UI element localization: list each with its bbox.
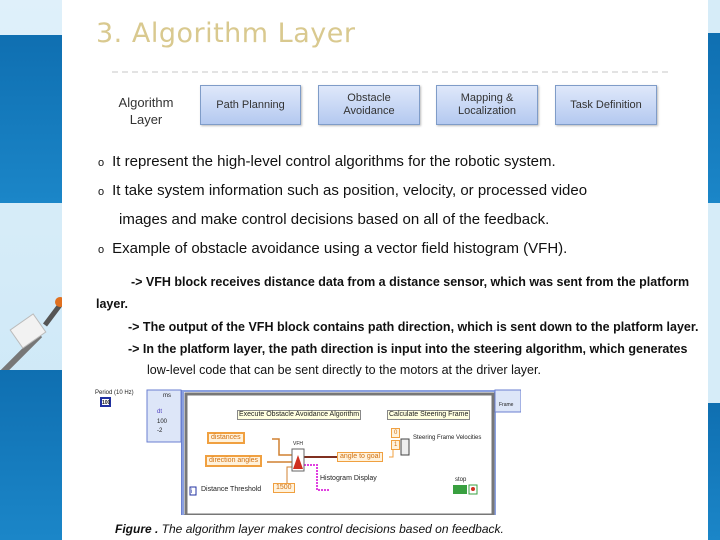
robot-arm-puzzle-icon (0, 297, 62, 378)
const-0: 0 (391, 428, 401, 438)
bullet-text: Example of obstacle avoidance using a ve… (112, 240, 568, 257)
sub-point-2: -> The output of the VFH block contains … (128, 320, 699, 334)
exec-label: Execute Obstacle Avoidance Algorithm (237, 410, 362, 420)
label-line: Algorithm (118, 95, 174, 110)
bullet-3: o Example of obstacle avoidance using a v… (98, 240, 567, 257)
label-line: Layer (129, 112, 163, 127)
loop-value: 100 (157, 419, 168, 425)
const-1: 1 (391, 440, 401, 450)
loop-value: -2 (157, 428, 163, 434)
bullet-icon: o (98, 157, 105, 169)
bullet-1: o It represent the high-level control alg… (98, 153, 556, 170)
block-path-planning: Path Planning (200, 85, 301, 125)
angle-to-goal: angle to goal (337, 452, 384, 462)
blue-band (708, 33, 720, 203)
block-text: Task Definition (570, 98, 642, 111)
threshold-value: 1500 (273, 483, 295, 493)
distance-threshold-label: Distance Threshold (201, 486, 262, 493)
bullet-2: o It take system information such as posi… (98, 182, 587, 199)
period-label: Period (10 Hz) (95, 390, 134, 396)
vfh-label: VFH (293, 441, 303, 447)
slide-title: 3. Algorithm Layer (96, 18, 356, 49)
block-text: Obstacle (347, 92, 391, 104)
block-mapping-localization: Mapping &Localization (436, 85, 538, 125)
block-text: Localization (457, 105, 517, 117)
sub-point-1: -> VFH block receives distance data from… (131, 275, 690, 289)
block-text: Mapping & (460, 92, 514, 104)
sub-point-1-cont: layer. (96, 297, 128, 311)
direction-angles-terminal: direction angles (205, 455, 263, 467)
sub-point-3-cont: low-level code that can be sent directly… (147, 363, 541, 377)
divider (112, 71, 668, 73)
blue-band (0, 35, 62, 203)
distances-terminal: distances (207, 432, 245, 444)
bullet-2-cont: images and make control decisions based … (119, 211, 550, 228)
blue-band (708, 403, 720, 540)
iteration-terminal: i (191, 489, 193, 495)
dt-label: dt (157, 409, 163, 415)
left-decor-strip (0, 0, 62, 540)
right-decor-strip (708, 0, 720, 540)
blue-band (0, 370, 62, 540)
figure-caption: Figure . The algorithm layer makes contr… (115, 522, 504, 536)
algorithm-layer-label: Algorithm Layer (108, 94, 184, 128)
labview-block-diagram: Period (10 Hz) 100 ms dt 100 -2 Frame Ex… (95, 387, 521, 515)
bullet-icon: o (98, 186, 105, 198)
bullet-text: It take system information such as posit… (112, 182, 588, 199)
caption-prefix: Figure . (115, 522, 159, 536)
bullet-icon: o (98, 244, 105, 256)
ms-label: ms (163, 393, 171, 399)
sub-point-3: -> In the platform layer, the path direc… (128, 342, 688, 356)
histogram-display-label: Histogram Display (320, 475, 377, 482)
steering-velocities-label: Steering Frame Velocities (413, 435, 482, 441)
block-text: Avoidance (343, 105, 395, 117)
stop-label: stop (455, 477, 467, 483)
bullet-text: It represent the high-level control algo… (112, 153, 556, 170)
caption-text: The algorithm layer makes control decisi… (158, 522, 504, 536)
block-text: Path Planning (216, 98, 285, 111)
calc-label: Calculate Steering Frame (387, 410, 471, 420)
block-task-definition: Task Definition (555, 85, 657, 125)
diagram-frames (100, 389, 521, 515)
period-value: 100 (102, 400, 111, 406)
frame-label: Frame (499, 402, 514, 408)
